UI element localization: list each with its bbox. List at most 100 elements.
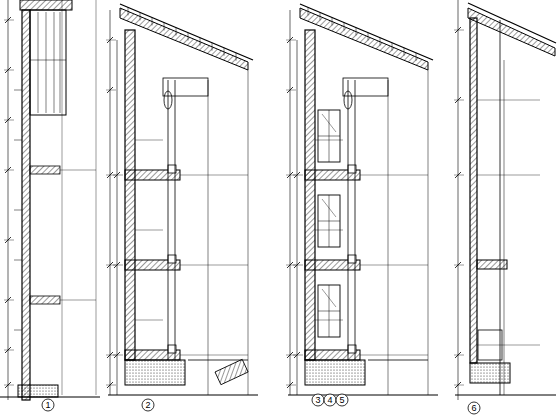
dimension-tick — [106, 385, 116, 386]
dimension-tick — [4, 350, 14, 351]
dimension-tick — [4, 70, 14, 71]
wall — [125, 30, 135, 360]
linework — [0, 0, 556, 400]
dimension-line — [110, 10, 111, 395]
dimension-tick — [4, 20, 14, 21]
window-mullion — [329, 110, 330, 162]
level-line — [360, 175, 428, 176]
roof-slab — [300, 8, 428, 70]
level-line — [135, 320, 163, 321]
cladding-line — [500, 20, 501, 395]
roof-batten — [188, 33, 189, 41]
section-circle — [324, 394, 336, 406]
dimension-line — [117, 40, 118, 395]
ground-line — [108, 395, 258, 396]
level-line — [180, 175, 248, 176]
dimension-tick — [286, 385, 296, 386]
grade-line — [368, 360, 428, 361]
floor-slab — [30, 296, 60, 304]
level-line — [60, 300, 96, 301]
cladding-line — [355, 80, 356, 360]
roof-tile-line — [120, 4, 253, 60]
cladding-line — [504, 60, 505, 395]
ground-line — [455, 395, 556, 396]
section-circle — [312, 394, 324, 406]
roof-batten — [128, 7, 129, 15]
section-number: 6 — [470, 403, 477, 413]
guide-line — [96, 0, 97, 395]
dimension-tick — [454, 355, 464, 356]
level-line — [477, 345, 540, 346]
glass-mark — [322, 199, 336, 217]
dimension-tick — [454, 175, 464, 176]
tick — [14, 260, 22, 261]
dimension-tick — [293, 265, 303, 266]
roof-tile-line — [468, 3, 556, 43]
window — [318, 110, 340, 162]
section-number: 4 — [326, 395, 333, 405]
dimension-tick — [293, 175, 303, 176]
dimension-tick — [286, 90, 296, 91]
roof-batten — [416, 53, 417, 61]
glass-mark — [322, 289, 336, 307]
section-circle — [468, 402, 480, 414]
dimension-line — [8, 0, 9, 400]
roof-batten — [368, 33, 369, 41]
dimension-tick — [4, 170, 14, 171]
label-circles — [42, 394, 480, 414]
dimension-tick — [4, 385, 14, 386]
guide-line — [388, 80, 389, 395]
window — [318, 195, 340, 247]
window-frame — [30, 10, 66, 115]
dimension-tick — [106, 40, 116, 41]
dimension-tick — [454, 30, 464, 31]
dimension-line — [290, 10, 291, 395]
tick — [14, 330, 22, 331]
section-number: 2 — [144, 400, 151, 410]
wall — [470, 18, 477, 363]
section-circle — [142, 399, 154, 411]
roof-slab — [120, 8, 248, 70]
tick — [14, 140, 22, 141]
window-mullion — [38, 12, 39, 113]
footing — [470, 363, 510, 383]
roof-batten — [320, 12, 321, 20]
roof-batten — [224, 48, 225, 56]
level-line — [477, 100, 540, 101]
cladding-line — [175, 80, 176, 360]
tick — [14, 210, 22, 211]
ground-line — [0, 397, 100, 398]
guide-line — [208, 80, 209, 395]
roof-batten — [332, 17, 333, 25]
level-line — [135, 140, 163, 141]
roof-batten — [200, 38, 201, 46]
floor-slab — [30, 166, 60, 174]
roof-batten — [404, 48, 405, 56]
footing — [125, 360, 185, 385]
glass-mark — [322, 114, 336, 132]
ground-line — [288, 395, 438, 396]
section-number: 3 — [314, 395, 321, 405]
roof-batten — [392, 43, 393, 51]
level-line — [360, 265, 428, 266]
roof-batten — [140, 12, 141, 20]
dimension-tick — [454, 100, 464, 101]
section-circle — [336, 394, 348, 406]
roof-batten — [380, 38, 381, 46]
level-line — [360, 355, 428, 356]
cladding-line — [348, 80, 349, 360]
floor-slab — [477, 260, 507, 269]
roof-tile-line — [300, 4, 433, 60]
dimension-tick — [454, 265, 464, 266]
dimension-tick — [4, 120, 14, 121]
dimension-tick — [286, 40, 296, 41]
roof-batten — [152, 17, 153, 25]
level-line — [180, 355, 248, 356]
parapet-cap — [20, 0, 72, 10]
lantern-detail — [164, 91, 172, 109]
guide-line — [62, 0, 63, 395]
section-number: 1 — [44, 400, 51, 410]
lantern-detail — [344, 91, 352, 109]
